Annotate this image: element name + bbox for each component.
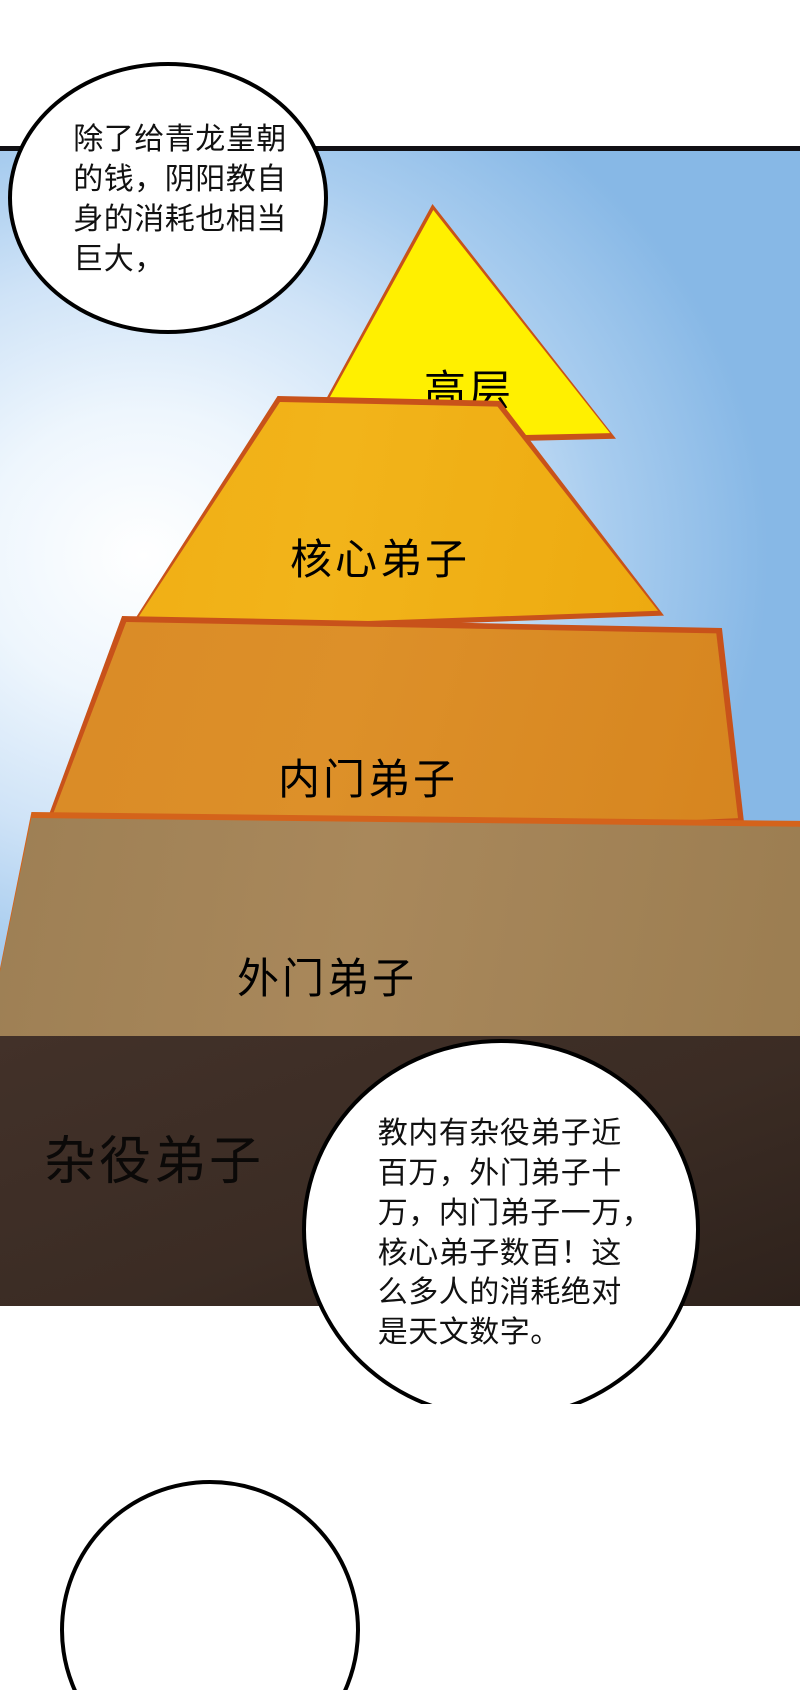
pyramid-tier-2-label: 核心弟子 <box>289 535 470 583</box>
speech-bubble-1-text: 除了给青龙皇朝 的钱，阴阳教自 身的消耗也相当 巨大， <box>73 123 287 276</box>
speech-bubble-1: 除了给青龙皇朝 的钱，阴阳教自 身的消耗也相当 巨大， <box>8 62 328 334</box>
panel-top-border <box>0 146 800 151</box>
speech-bubble-2: 教内有杂役弟子近 百万，外门弟子十 万，内门弟子一万， 核心弟子数百！这 么多人… <box>302 1039 700 1420</box>
pyramid-tier-3-label: 内门弟子 <box>277 755 458 803</box>
pyramid-tier-5-label: 杂役弟子 <box>44 1133 265 1191</box>
pyramid-tier-4-outer-disciples: 外门弟子 <box>0 818 800 1040</box>
speech-bubble-2-text: 教内有杂役弟子近 百万，外门弟子十 万，内门弟子一万， 核心弟子数百！这 么多人… <box>377 1116 653 1350</box>
pyramid-tier-4-label: 外门弟子 <box>236 954 417 1002</box>
pyramid-tier-3-inner-disciples: 内门弟子 <box>39 622 738 850</box>
